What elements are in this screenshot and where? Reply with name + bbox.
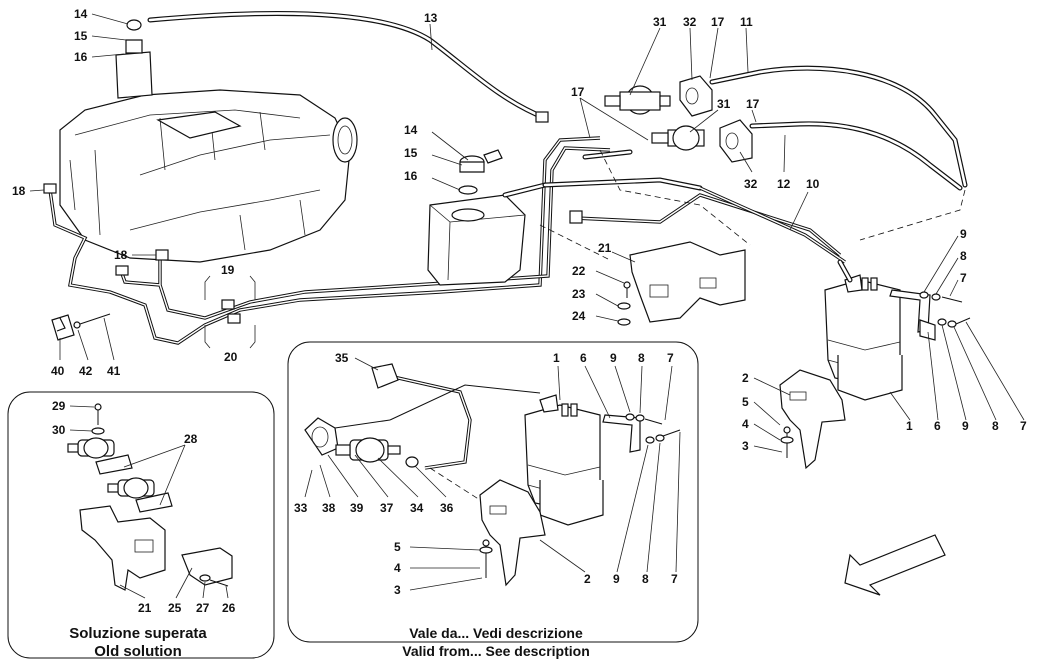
callout: 34 — [410, 501, 424, 515]
callout: 8 — [638, 351, 645, 365]
callout: 29 — [52, 399, 66, 413]
callout: 17 — [571, 85, 585, 99]
expansion-reservoir — [427, 149, 526, 286]
callout: 6 — [580, 351, 587, 365]
callout: 18 — [12, 184, 26, 198]
old-solution-panel — [7, 391, 275, 659]
callout: 4 — [394, 561, 401, 575]
callout: 3 — [742, 439, 749, 453]
callout: 38 — [322, 501, 336, 515]
callout: 36 — [440, 501, 454, 515]
callout: 21 — [138, 601, 152, 615]
callouts-new-solution: 35 1 6 9 8 7 33 38 39 37 34 36 5 4 3 2 9… — [294, 351, 678, 597]
callout: 9 — [960, 227, 967, 241]
callout: 5 — [742, 395, 749, 409]
callout: 20 — [224, 350, 238, 364]
callout: 11 — [740, 15, 753, 29]
callout: 33 — [294, 501, 308, 515]
callout: 19 — [221, 263, 235, 277]
callout: 9 — [613, 572, 620, 586]
callout: 40 — [51, 364, 65, 378]
callout: 23 — [572, 287, 586, 301]
callout: 15 — [74, 29, 88, 43]
main-leaders — [29, 13, 1025, 453]
new-solution-caption-en: Valid from... See description — [402, 643, 590, 659]
callout: 18 — [114, 248, 128, 262]
callout: 31 — [653, 15, 667, 29]
callout: 7 — [671, 572, 678, 586]
callout: 32 — [683, 15, 697, 29]
callout: 7 — [960, 271, 967, 285]
callout: 28 — [184, 432, 198, 446]
callout: 41 — [107, 364, 121, 378]
carbon-canister — [824, 259, 903, 401]
new-solution-caption-it: Vale da... Vedi descrizione — [409, 625, 583, 641]
callout: 32 — [744, 177, 758, 191]
callout: 39 — [350, 501, 364, 515]
callout: 8 — [992, 419, 999, 433]
callout: 26 — [222, 601, 236, 615]
callout: 9 — [962, 419, 969, 433]
rigid-pipe-run-left — [43, 136, 611, 345]
fuel-filter-lower — [651, 125, 705, 151]
callout: 17 — [711, 15, 725, 29]
canister-bracket-6 — [889, 289, 936, 341]
callout: 35 — [335, 351, 349, 365]
old-solution-caption-it: Soluzione superata — [69, 625, 207, 642]
leader-dashed-main — [539, 149, 966, 261]
old-solution-leaders — [69, 405, 229, 599]
fuel-filter-upper — [604, 85, 671, 115]
callout: 22 — [572, 264, 586, 278]
canister-bracket-2 — [779, 369, 846, 470]
callout: 12 — [777, 177, 791, 191]
callout: 13 — [424, 11, 438, 25]
callout: 42 — [79, 364, 93, 378]
callouts-old-solution: 29 30 28 21 25 27 26 — [52, 399, 236, 615]
callout: 17 — [746, 97, 760, 111]
callout: 16 — [404, 169, 418, 183]
bolts-7-8-9-right — [919, 291, 971, 328]
callout: 16 — [74, 50, 88, 64]
callout: 7 — [667, 351, 674, 365]
engine-intake-manifold — [59, 19, 358, 263]
callout: 2 — [584, 572, 591, 586]
callout: 15 — [404, 146, 418, 160]
callout: 6 — [934, 419, 941, 433]
new-solution-leaders — [304, 357, 681, 591]
callouts-main: 14 15 16 13 18 18 19 20 40 42 41 31 32 1… — [12, 7, 1027, 453]
old-solution-caption-en: Old solution — [94, 643, 182, 660]
callout: 10 — [806, 177, 820, 191]
callout: 5 — [394, 540, 401, 554]
callout: 21 — [598, 241, 612, 255]
callout: 14 — [404, 123, 418, 137]
callout: 8 — [960, 249, 967, 263]
direction-arrow-icon — [844, 534, 946, 596]
callout: 24 — [572, 309, 586, 323]
callout: 25 — [168, 601, 182, 615]
callout: 1 — [906, 419, 913, 433]
vent-hose-13 — [147, 10, 548, 121]
callout: 9 — [610, 351, 617, 365]
filter-bracket-lower — [719, 119, 753, 163]
callout: 2 — [742, 371, 749, 385]
filter-bracket-upper — [679, 75, 713, 117]
callout: 30 — [52, 423, 66, 437]
bracket-40 — [51, 313, 111, 341]
callout: 4 — [742, 417, 749, 431]
callout: 14 — [74, 7, 88, 21]
hose-12 — [749, 121, 963, 191]
callout: 7 — [1020, 419, 1027, 433]
hose-connectors-center — [502, 111, 846, 264]
callout: 27 — [196, 601, 210, 615]
callout: 1 — [553, 351, 560, 365]
callout: 37 — [380, 501, 394, 515]
bracket-21-center — [617, 241, 746, 326]
hose-11 — [709, 65, 968, 188]
callout: 8 — [642, 572, 649, 586]
callout: 31 — [717, 97, 731, 111]
callout: 3 — [394, 583, 401, 597]
new-solution-panel — [287, 341, 699, 643]
